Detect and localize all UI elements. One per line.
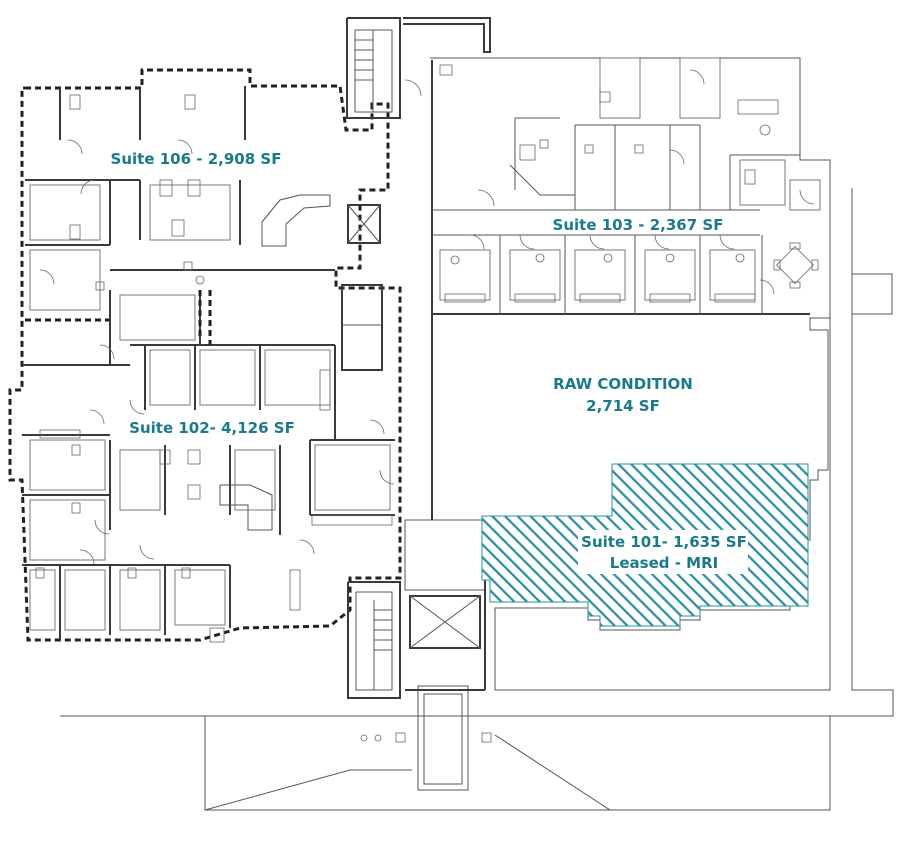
raw-condition-area: 2,714 SF xyxy=(586,397,660,415)
suite-101-status: Leased - MRI xyxy=(610,554,718,572)
suite-103-label: Suite 103 - 2,367 SF xyxy=(553,216,724,234)
suite-101-label: Suite 101- 1,635 SF xyxy=(581,533,747,551)
suite-labels: Suite 106 - 2,908 SF Suite 103 - 2,367 S… xyxy=(111,150,748,574)
raw-condition-label: RAW CONDITION xyxy=(553,375,693,393)
site-lines xyxy=(60,188,894,811)
north-stair xyxy=(346,17,491,119)
south-stair xyxy=(347,519,486,699)
suite-102-label: Suite 102- 4,126 SF xyxy=(129,419,295,437)
left-building xyxy=(8,68,402,643)
suite-106-label: Suite 106 - 2,908 SF xyxy=(111,150,282,168)
